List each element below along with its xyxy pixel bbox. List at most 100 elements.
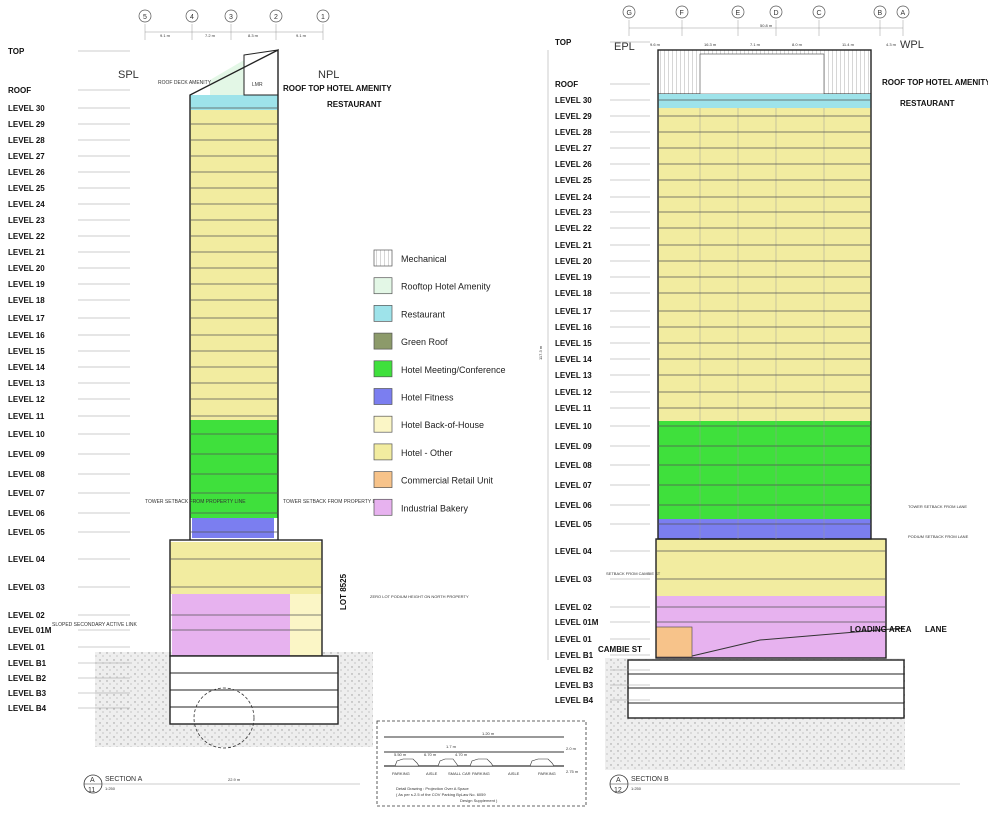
level-label-b: LEVEL 20 (555, 257, 592, 266)
dim-label-b: 9.6 m (650, 42, 661, 47)
legend-label: Industrial Bakery (401, 503, 469, 513)
level-label-b: LEVEL 02 (555, 603, 592, 612)
legend-swatch (373, 388, 393, 405)
section-b-sheet: 12 (614, 787, 622, 794)
restaurant-zone-a (190, 95, 278, 110)
level-label-a: LEVEL 08 (8, 470, 45, 479)
level-label-a: LEVEL 01M (8, 626, 52, 635)
level-label-a: LEVEL 07 (8, 489, 45, 498)
setback-cambie-label: SETBACK FROM CAMBIE ST (606, 571, 661, 576)
level-label-a: LEVEL 30 (8, 104, 45, 113)
grid-bubble-b (812, 5, 826, 19)
level-label-b: LEVEL 23 (555, 208, 592, 217)
level-label-a: LEVEL 03 (8, 583, 45, 592)
podium-other-a (290, 594, 322, 656)
level-label-b: LEVEL 17 (555, 307, 592, 316)
level-label-b: LEVEL 13 (555, 371, 592, 380)
level-label-a: LEVEL 18 (8, 296, 45, 305)
level-label-b: LEVEL 28 (555, 128, 592, 137)
mechanical-zone-a (243, 49, 279, 96)
fitness-zone-a (192, 518, 274, 538)
section-a-title: SECTION A (105, 776, 143, 783)
grid-bubble-b (873, 5, 887, 19)
level-label-b: LEVEL 06 (555, 501, 592, 510)
detail-dim: 4.70 m (455, 752, 468, 757)
level-label-b: LEVEL 21 (555, 241, 592, 250)
level-label-a: LEVEL 01 (8, 643, 45, 652)
grid-label-b: A (901, 10, 906, 17)
detail-label: PARKING (538, 771, 556, 776)
legend-swatch (373, 249, 393, 267)
legend-label: Commercial Retail Unit (401, 476, 494, 486)
grid-label-a: 4 (190, 14, 194, 21)
level-label-a: LEVEL B4 (8, 704, 47, 713)
level-label-a: LEVEL 17 (8, 314, 45, 323)
grid-bubble-a (269, 9, 283, 23)
dim-label-b: 4.3 m (886, 42, 897, 47)
restaurant-label-a: RESTAURANT (327, 100, 382, 109)
detail-dim: 1.20 m (482, 731, 495, 736)
grid-label-a: 2 (274, 14, 278, 21)
rooftop-amenity-zone-a (210, 60, 244, 95)
level-label-a: LEVEL B3 (8, 689, 47, 698)
parkade-slabs-a (170, 672, 338, 708)
detail-dim: 2.75 m (566, 769, 579, 774)
level-label-b: LEVEL 09 (555, 442, 592, 451)
detail-caption-1: Detail Drawing : Projection Over A Space (396, 786, 469, 791)
level-label-a: TOP (8, 47, 25, 56)
bakery-zone-b (656, 596, 886, 658)
tower-setback-label-a1: TOWER SETBACK FROM PROPERTY LINE (145, 499, 246, 505)
level-label-b: ROOF (555, 80, 578, 89)
level-label-b: LEVEL 01M (555, 618, 599, 627)
detail-dim: 5.50 m (394, 752, 407, 757)
level-label-b: LEVEL B1 (555, 651, 594, 660)
spl-label: SPL (118, 69, 139, 81)
detail-label: SMALL CAR (448, 771, 471, 776)
meeting-zone-b (658, 421, 871, 519)
fitness-zone-b (658, 519, 871, 539)
rooftop-amenity-label-a: ROOF TOP HOTEL AMENITY (283, 84, 392, 93)
level-label-b: LEVEL B4 (555, 696, 594, 705)
cambie-label: CAMBIE ST (598, 645, 642, 654)
level-label-b: LEVEL 10 (555, 422, 592, 431)
grid-lines-b (628, 20, 904, 36)
legend-label: Restaurant (401, 309, 446, 319)
podium-setback-label-b: PODIUM SETBACK FROM LANE (908, 534, 969, 539)
grid-bubble-b (675, 5, 689, 19)
grid-bubble-b (769, 5, 783, 19)
dim-label-a: 9.1 m (160, 33, 171, 38)
legend-label: Hotel - Other (401, 448, 453, 458)
detail-label: AISLE (508, 771, 520, 776)
level-label-a: LEVEL B2 (8, 674, 47, 683)
level-label-a: LEVEL 04 (8, 555, 45, 564)
level-label-a: LEVEL 22 (8, 232, 45, 241)
floor-lines-b (656, 99, 886, 623)
level-label-a: LEVEL B1 (8, 659, 47, 668)
hotel-other-zone-b (658, 108, 871, 421)
grid-label-b: E (736, 10, 741, 17)
dim-label-a: 9.1 m (296, 33, 307, 38)
dim-label-b: 8.0 m (792, 42, 803, 47)
dim-label-a: 8.3 m (248, 33, 259, 38)
car-icons (394, 758, 555, 767)
parkade-slabs-b (628, 673, 904, 704)
level-label-b: LEVEL 30 (555, 96, 592, 105)
level-label-a: ROOF (8, 86, 31, 95)
grid-label-b: F (680, 10, 684, 17)
tower-outline-a (189, 48, 279, 540)
grid-label-b: G (627, 10, 632, 17)
level-label-a: LEVEL 09 (8, 450, 45, 459)
grid-bubble-b (622, 5, 636, 19)
legend-label: Hotel Back-of-House (401, 420, 484, 430)
level-label-b: LEVEL 29 (555, 112, 592, 121)
meeting-zone-a (190, 420, 278, 518)
level-label-b: LEVEL 03 (555, 575, 592, 584)
detail-dim: 1.7 m (446, 744, 457, 749)
detail-label: PARKING (472, 771, 490, 776)
lmr-label: LMR (252, 82, 263, 88)
level-label-b: LEVEL 01 (555, 635, 592, 644)
